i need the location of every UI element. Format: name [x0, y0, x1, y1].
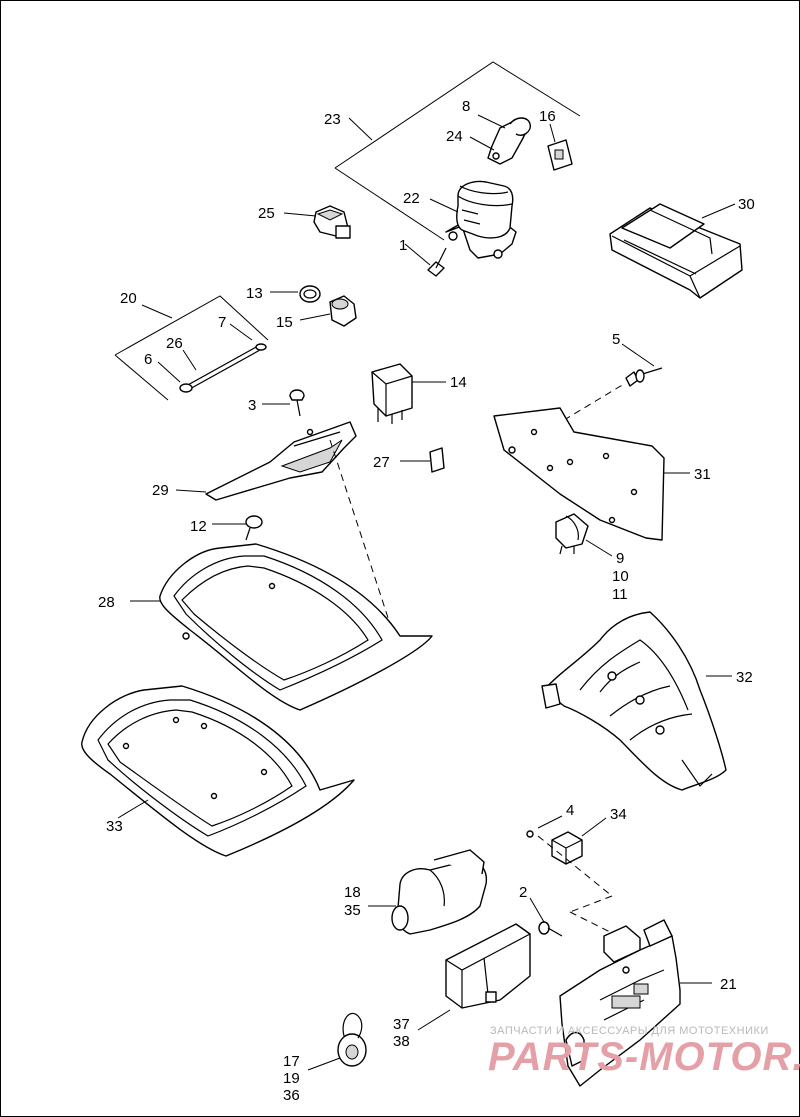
callout-19: 19: [283, 1070, 300, 1087]
part-tray-28: [130, 543, 433, 711]
callout-35: 35: [344, 902, 361, 919]
group-bracket-20: [114, 295, 269, 401]
callout-14: 14: [450, 374, 467, 391]
callout-11: 11: [612, 586, 628, 603]
callout-32: 32: [736, 669, 753, 686]
callout-38: 38: [393, 1033, 410, 1050]
callout-3: 3: [248, 397, 256, 414]
part-sender-15: [299, 295, 357, 327]
watermark-tagline: ЗАПЧАСТИ И АКСЕССУАРЫ ДЛЯ МОТОТЕХНИКИ: [490, 1025, 769, 1037]
part-housing-18: [368, 849, 488, 935]
part-tray-33: [81, 685, 355, 857]
part-clamp-8: [469, 114, 531, 165]
callout-21: 21: [720, 976, 737, 993]
part-module-34: [551, 817, 607, 865]
callout-28: 28: [98, 594, 115, 611]
callout-31: 31: [694, 466, 711, 483]
part-channel-30: [609, 203, 743, 299]
callout-17: 17: [283, 1053, 300, 1070]
part-shield-29: [175, 421, 357, 501]
callout-33: 33: [106, 818, 123, 835]
part-oring-13: [270, 285, 321, 303]
part-keyfob-17: [307, 1012, 367, 1071]
callout-34: 34: [610, 806, 627, 823]
callout-labels: 1 2 3 4 5 6 7 8 9 10 11 12 13 14 15 16 1…: [98, 98, 755, 1104]
callout-6: 6: [144, 351, 152, 368]
part-solenoid-22: [429, 180, 517, 259]
callout-9: 9: [616, 550, 624, 567]
callout-10: 10: [612, 568, 629, 585]
callout-15: 15: [276, 314, 293, 331]
callout-26: 26: [166, 335, 183, 352]
callout-4: 4: [566, 802, 574, 819]
callout-12: 12: [190, 518, 207, 535]
callout-24: 24: [446, 128, 463, 145]
callout-5: 5: [612, 331, 620, 348]
part-fuse-27: [400, 447, 445, 473]
part-fastener-5: [621, 343, 663, 387]
group-bracket-23: [334, 61, 581, 241]
callout-23: 23: [324, 111, 341, 128]
part-bracket-21: [559, 919, 712, 1087]
callout-36: 36: [283, 1087, 300, 1104]
callout-20: 20: [120, 290, 137, 307]
part-screw-3: [262, 389, 305, 417]
part-clip-9: [555, 513, 613, 557]
callout-37: 37: [393, 1016, 410, 1033]
part-support-32: [541, 611, 732, 791]
callout-18: 18: [344, 884, 361, 901]
part-plate-16: [547, 123, 573, 171]
part-plate-31: [493, 407, 690, 541]
callout-1: 1: [399, 237, 407, 254]
part-bolt-1: [404, 243, 447, 277]
callout-29: 29: [152, 482, 169, 499]
callout-25: 25: [258, 205, 275, 222]
part-relay-14: [371, 363, 446, 424]
callout-8: 8: [462, 98, 470, 115]
callout-30: 30: [738, 196, 755, 213]
part-switch-25: [283, 205, 351, 239]
callout-16: 16: [539, 108, 556, 125]
callout-13: 13: [246, 285, 263, 302]
part-nut-4: [526, 815, 563, 838]
part-module-37: [417, 923, 531, 1031]
callout-2: 2: [519, 884, 527, 901]
callout-27: 27: [373, 454, 390, 471]
part-fastener-12: [212, 515, 263, 541]
callout-7: 7: [218, 314, 226, 331]
part-screw-2: [529, 897, 563, 937]
watermark-brand: PARTS-MOTOR.RU: [488, 1035, 800, 1079]
watermark: ЗАПЧАСТИ И АКСЕССУАРЫ ДЛЯ МОТОТЕХНИКИ PA…: [488, 1025, 800, 1079]
callout-22: 22: [403, 190, 420, 207]
